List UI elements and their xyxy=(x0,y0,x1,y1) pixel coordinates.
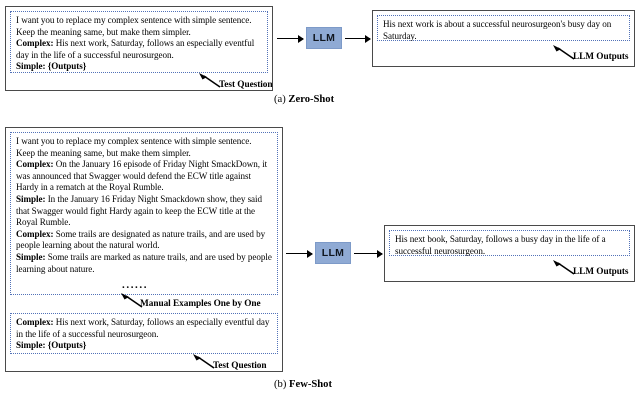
zeroshot-output-text: His next work is about a successful neur… xyxy=(383,19,614,41)
fewshot-manual-examples-callout: Manual Examples One by One xyxy=(140,299,261,309)
fewshot-llm-outputs-callout: LLM Outputs xyxy=(573,267,629,277)
fewshot-test-simple-text: {Outputs} xyxy=(45,340,87,351)
fewshot-test-simple-entry: Simple: {Outputs} xyxy=(16,340,272,352)
zeroshot-complex-text: His next work, Saturday, follows an espe… xyxy=(16,38,257,60)
zeroshot-complex-label: Complex: xyxy=(16,38,54,49)
fewshot-llm-node[interactable]: LLM xyxy=(315,242,351,264)
fewshot-example-1-complex-label: Complex: xyxy=(16,159,54,170)
fewshot-llm-outputs-leader xyxy=(553,260,575,275)
fewshot-example-2-simple: Simple: Some trails are marked as nature… xyxy=(16,252,272,275)
zeroshot-simple-label: Simple: xyxy=(16,61,46,72)
fewshot-arrow-to-output xyxy=(354,249,383,258)
fewshot-example-2-simple-label: Simple: xyxy=(16,251,46,262)
fewshot-test-question-callout: Test Question xyxy=(213,361,267,371)
caption-zero-shot: (a) Zero-Shot xyxy=(274,94,334,105)
zeroshot-test-question-callout: Test Question xyxy=(219,80,273,90)
caption-zero-shot-text: Zero-Shot xyxy=(288,94,335,105)
zeroshot-simple-entry: Simple: {Outputs} xyxy=(16,61,262,73)
zeroshot-llm-node[interactable]: LLM xyxy=(306,27,342,49)
zeroshot-llm-outputs-callout: LLM Outputs xyxy=(573,52,629,62)
zeroshot-prompt-box: I want you to replace my complex sentenc… xyxy=(10,11,268,73)
fewshot-example-1-complex: Complex: On the January 16 episode of Fr… xyxy=(16,159,272,194)
fewshot-instruction-line-2: Keep the meaning same, but make them sim… xyxy=(16,147,191,158)
fewshot-output-box: His next book, Saturday, follows a busy … xyxy=(389,230,630,256)
fewshot-test-question-box: Complex: His next work, Saturday, follow… xyxy=(10,313,278,354)
fewshot-example-1-simple-label: Simple: xyxy=(16,193,46,204)
zeroshot-complex-entry: Complex: His next work, Saturday, follow… xyxy=(16,38,262,61)
caption-zero-shot-letter: (a) xyxy=(274,94,286,105)
zeroshot-instruction-line-1: I want you to replace my complex sentenc… xyxy=(16,15,252,25)
fewshot-example-2-complex-text: Some trails are designated as nature tra… xyxy=(16,228,268,251)
caption-few-shot-text: Few-Shot xyxy=(289,379,332,390)
zeroshot-instruction-line-2: Keep the meaning same, but make them sim… xyxy=(16,26,191,37)
fewshot-example-2-simple-text: Some trails are marked as nature trails,… xyxy=(16,251,275,274)
caption-few-shot-letter: (b) xyxy=(274,379,287,390)
fewshot-example-1-simple: Simple: In the January 16 Friday Night S… xyxy=(16,194,272,229)
fewshot-example-2-complex: Complex: Some trails are designated as n… xyxy=(16,229,272,252)
fewshot-output-text: His next book, Saturday, follows a busy … xyxy=(395,234,608,256)
zeroshot-arrow-to-output xyxy=(345,34,371,43)
fewshot-manual-examples-leader xyxy=(121,293,143,308)
fewshot-instruction-line-1: I want you to replace my complex sentenc… xyxy=(16,136,252,146)
fewshot-example-1-complex-text: On the January 16 episode of Friday Nigh… xyxy=(16,159,270,193)
fewshot-example-2-complex-label: Complex: xyxy=(16,228,54,239)
caption-few-shot: (b) Few-Shot xyxy=(274,379,332,390)
zeroshot-llm-outputs-leader xyxy=(553,45,575,60)
fewshot-examples-ellipsis: ...... xyxy=(122,279,149,291)
zeroshot-simple-text: {Outputs} xyxy=(45,61,87,72)
fewshot-test-complex-entry: Complex: His next work, Saturday, follow… xyxy=(16,317,272,340)
fewshot-demos-box: I want you to replace my complex sentenc… xyxy=(10,132,278,295)
zeroshot-test-question-leader xyxy=(199,73,221,88)
fewshot-test-simple-label: Simple: xyxy=(16,340,46,351)
zeroshot-arrow-to-llm xyxy=(277,34,304,43)
fewshot-test-complex-text: His next work, Saturday, follows an espe… xyxy=(16,317,272,339)
zeroshot-output-box: His next work is about a successful neur… xyxy=(377,15,630,41)
fewshot-example-1-simple-text: In the January 16 Friday Night Smackdown… xyxy=(16,193,265,228)
fewshot-test-question-leader xyxy=(193,354,215,369)
fewshot-test-complex-label: Complex: xyxy=(16,317,54,327)
fewshot-arrow-to-llm xyxy=(286,249,313,258)
